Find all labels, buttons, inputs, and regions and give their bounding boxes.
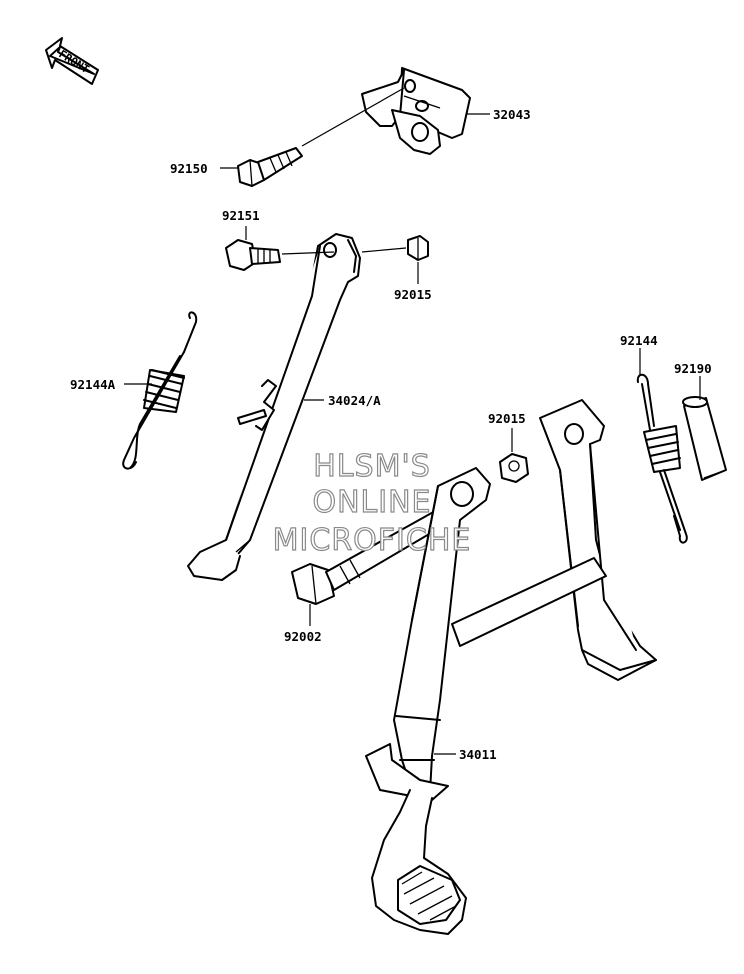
part-label-32043: 32043 (493, 107, 531, 122)
watermark-line-1: HLSM'S (313, 449, 431, 484)
collar-92190 (682, 396, 727, 481)
watermark-line-3: MICROFICHE (272, 523, 472, 558)
part-label-92151: 92151 (222, 208, 260, 223)
side-stand-34024A (187, 233, 361, 581)
nut-92015-upper (407, 235, 429, 261)
spring-92144A (122, 311, 198, 470)
part-labels: 32043 92150 92151 92015 92144A 34024/A 9… (70, 107, 712, 762)
spring-92144 (636, 373, 688, 544)
part-label-34011: 34011 (459, 747, 497, 762)
bolt-92151 (225, 239, 281, 271)
part-label-92015-upper: 92015 (394, 287, 432, 302)
part-label-92144A: 92144A (70, 377, 116, 392)
nut-92015-lower (499, 453, 529, 483)
center-stand-34011 (365, 399, 657, 935)
watermark-line-2: ONLINE (312, 485, 432, 520)
part-label-92190: 92190 (674, 361, 712, 376)
part-label-34024A: 34024/A (328, 393, 381, 408)
part-label-92144: 92144 (620, 333, 658, 348)
part-label-92015-lower: 92015 (488, 411, 526, 426)
bolt-92150 (237, 147, 303, 187)
bracket-32043 (361, 67, 471, 155)
part-label-92002: 92002 (284, 629, 322, 644)
front-arrow-icon: FRONT (45, 37, 99, 85)
part-label-92150: 92150 (170, 161, 208, 176)
leader-lines (124, 87, 701, 755)
